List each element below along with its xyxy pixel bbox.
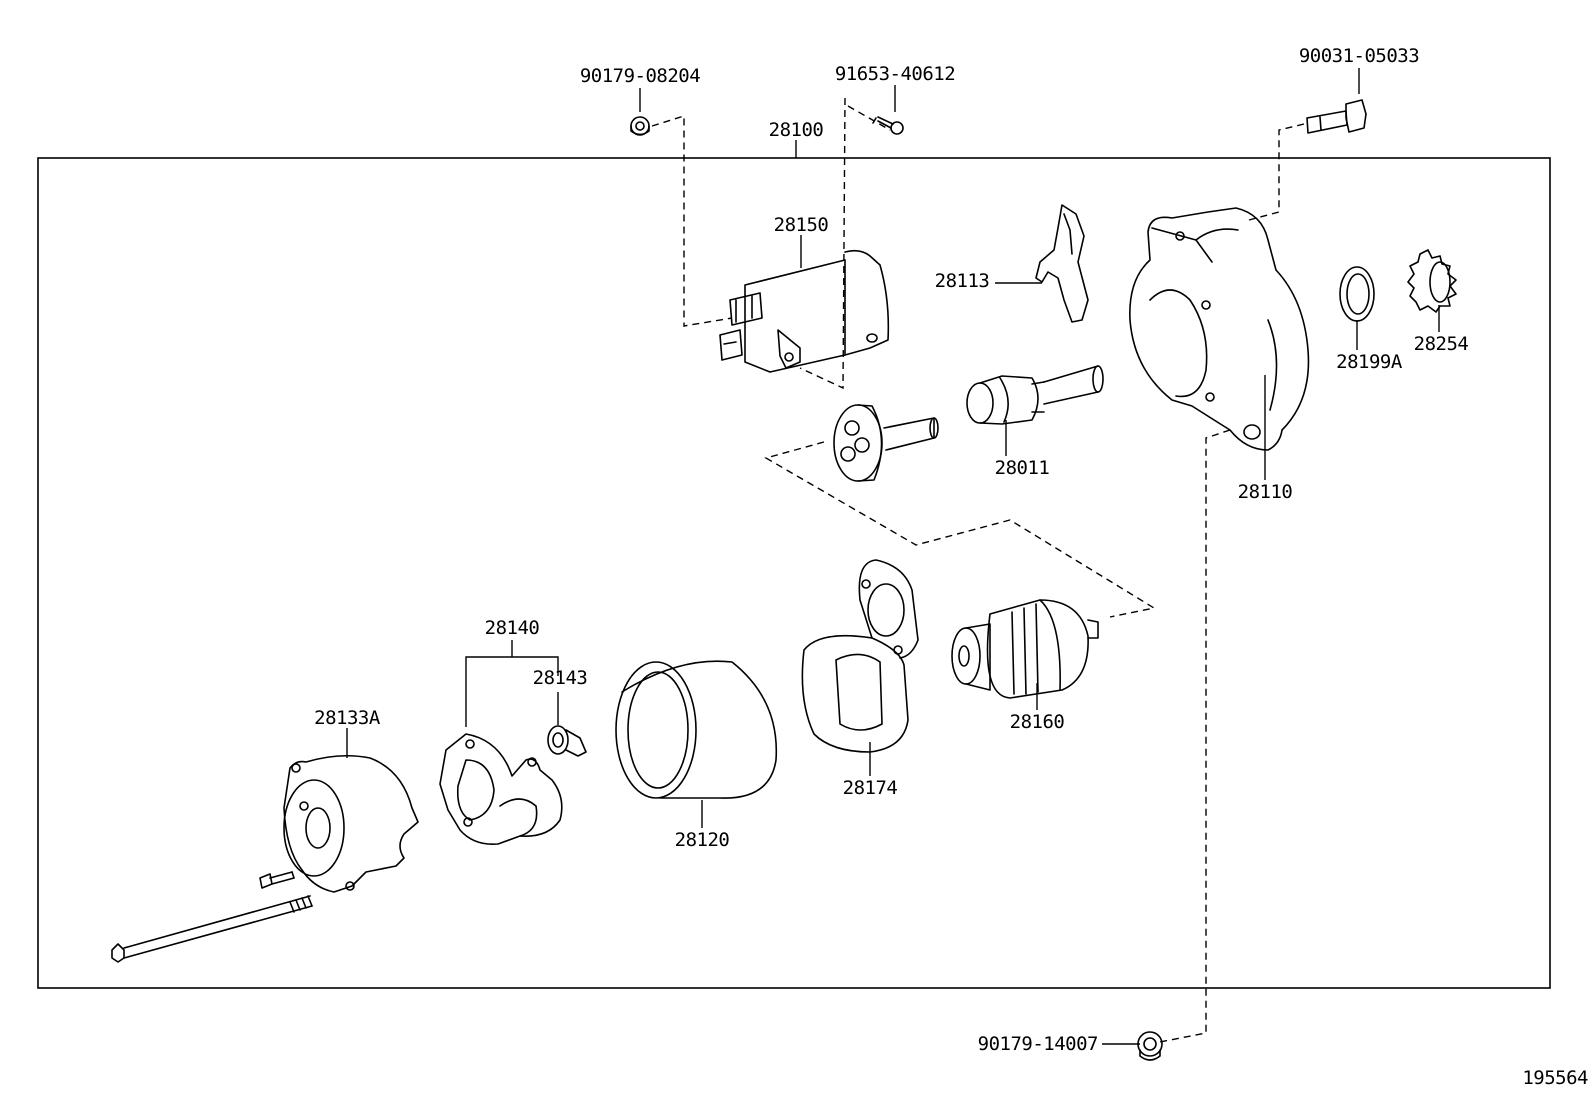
dashed-assembly-lines: [651, 97, 1305, 1043]
label-28254: 28254: [1413, 333, 1469, 355]
brush-holder-28140: [439, 733, 563, 846]
assembly-frame: [37, 157, 1551, 989]
nut-90179-14007: [1137, 1031, 1163, 1061]
seal-ring-28199A: [1339, 266, 1375, 322]
pinion-gear-28254: [1407, 249, 1457, 313]
through-bolt: [111, 895, 313, 963]
label-28113: 28113: [934, 270, 990, 292]
solenoid-28150: [719, 249, 890, 373]
figure-id: 195564: [1522, 1067, 1588, 1089]
clutch-28011: [966, 365, 1104, 425]
lever-28113: [1035, 204, 1089, 323]
label-28100: 28100: [768, 119, 824, 141]
label-28160: 28160: [1009, 711, 1065, 733]
armature-plate: [833, 404, 939, 482]
label-28174: 28174: [842, 777, 898, 799]
bush-28143: [547, 725, 587, 757]
label-28143: 28143: [532, 667, 588, 689]
field-frame-28120: [615, 660, 778, 799]
leader-lines: [346, 68, 1440, 1045]
end-frame-screw: [259, 871, 295, 889]
yoke-cover-28174: [801, 559, 919, 753]
label-28199A: 28199A: [1336, 351, 1402, 373]
nut-90179-08204: [630, 116, 650, 136]
label-28120: 28120: [674, 829, 730, 851]
label-28110: 28110: [1237, 481, 1293, 503]
label-28011: 28011: [994, 457, 1050, 479]
label-90031-05033: 90031-05033: [1298, 45, 1420, 67]
label-90179-14007: 90179-14007: [977, 1033, 1099, 1055]
screw-91653-40612: [872, 116, 904, 135]
drive-housing-28110: [1129, 207, 1310, 451]
label-28150: 28150: [773, 214, 829, 236]
bolt-90031-05033: [1306, 99, 1367, 134]
armature-28160: [951, 599, 1099, 699]
label-91653-40612: 91653-40612: [834, 63, 956, 85]
label-90179-08204: 90179-08204: [579, 65, 701, 87]
label-28140: 28140: [484, 617, 540, 639]
label-28133A: 28133A: [314, 707, 380, 729]
end-frame-28133A: [283, 754, 419, 893]
